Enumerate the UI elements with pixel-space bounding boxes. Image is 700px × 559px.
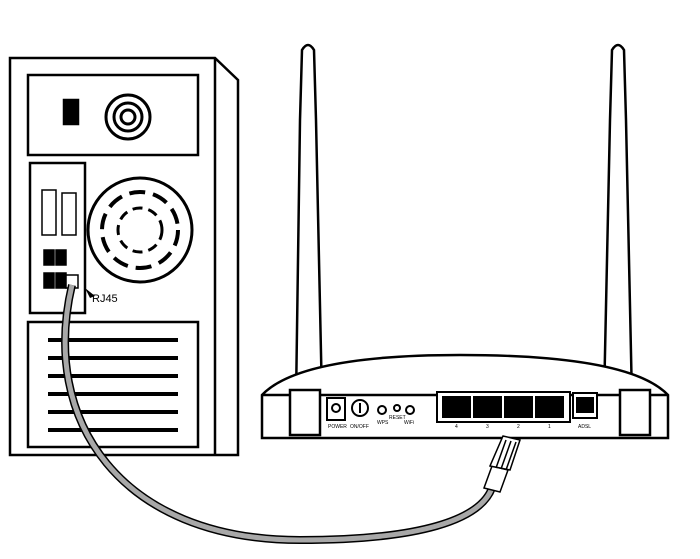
lan-port-1-label: 1 xyxy=(548,424,551,430)
pc-io-panel xyxy=(41,189,79,289)
lan-port-4-label: 4 xyxy=(455,424,458,430)
router-antennas xyxy=(294,43,634,402)
onoff-label: ON/OFF xyxy=(350,424,369,430)
router-labels: POWER ON/OFF WPS RESET WiFi 4 3 2 1 ADSL xyxy=(328,415,591,430)
rj45-label: RJ45 xyxy=(92,293,118,305)
adsl-label: ADSL xyxy=(578,424,591,430)
router-ports xyxy=(326,391,598,423)
wps-label: WPS xyxy=(377,420,389,426)
lan-port-2-label: 2 xyxy=(517,424,520,430)
power-label: POWER xyxy=(328,424,347,430)
ethernet-cable xyxy=(61,284,496,545)
wifi-label: WiFi xyxy=(404,420,414,426)
rj45-plug xyxy=(483,435,521,493)
lan-port-3-label: 3 xyxy=(486,424,489,430)
reset-label: RESET xyxy=(389,415,406,421)
rj45-arrow-icon xyxy=(85,288,95,298)
